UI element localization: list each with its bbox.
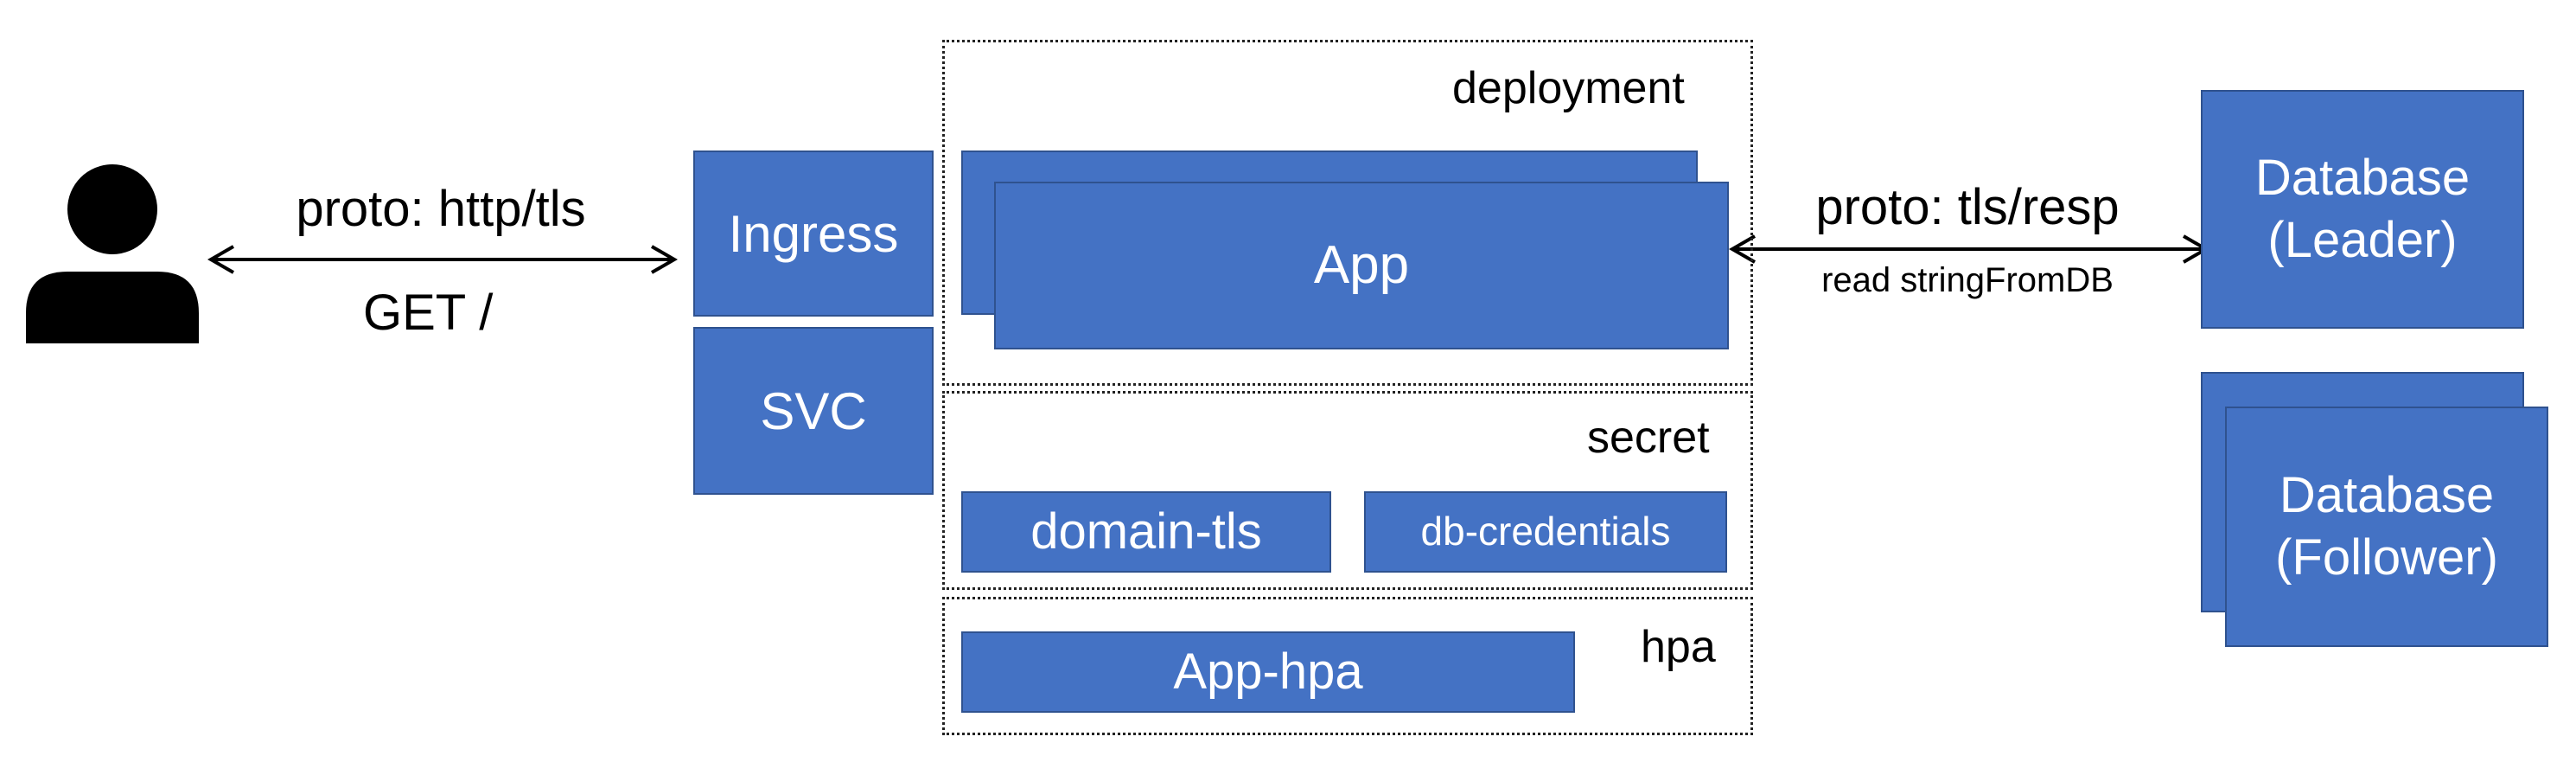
db-proto-label: proto: tls/resp: [1815, 179, 2120, 235]
secret-group: [942, 391, 1753, 590]
database-leader-label: Database (Leader): [2254, 149, 2471, 269]
app-box[interactable]: App: [994, 182, 1729, 349]
secret-label: secret: [1587, 413, 1710, 463]
client-proto-label: proto: http/tls: [296, 181, 586, 237]
client-request-label: GET /: [363, 285, 494, 341]
ingress-box[interactable]: Ingress: [693, 151, 934, 317]
domain-tls-box[interactable]: domain-tls: [961, 491, 1331, 573]
svc-box[interactable]: SVC: [693, 327, 934, 495]
db-request-label: read stringFromDB: [1821, 261, 2114, 299]
app-label: App: [1313, 235, 1410, 296]
database-follower-box[interactable]: Database (Follower): [2225, 407, 2548, 647]
db-credentials-box[interactable]: db-credentials: [1364, 491, 1727, 573]
deployment-group: [942, 40, 1753, 386]
db-credentials-label: db-credentials: [1420, 509, 1671, 554]
ingress-label: Ingress: [728, 204, 899, 263]
app-hpa-box[interactable]: App-hpa: [961, 631, 1575, 713]
user-icon: [26, 164, 199, 343]
hpa-group: [942, 597, 1753, 735]
app-hpa-label: App-hpa: [1173, 643, 1363, 700]
database-follower-label: Database (Follower): [2275, 466, 2498, 586]
deployment-label: deployment: [1452, 63, 1685, 113]
client-ingress-arrow: [207, 245, 679, 274]
database-leader-box[interactable]: Database (Leader): [2201, 90, 2524, 329]
hpa-label: hpa: [1641, 622, 1716, 672]
domain-tls-label: domain-tls: [1030, 503, 1262, 560]
app-database-arrow: [1728, 234, 2210, 264]
svc-label: SVC: [760, 381, 867, 440]
